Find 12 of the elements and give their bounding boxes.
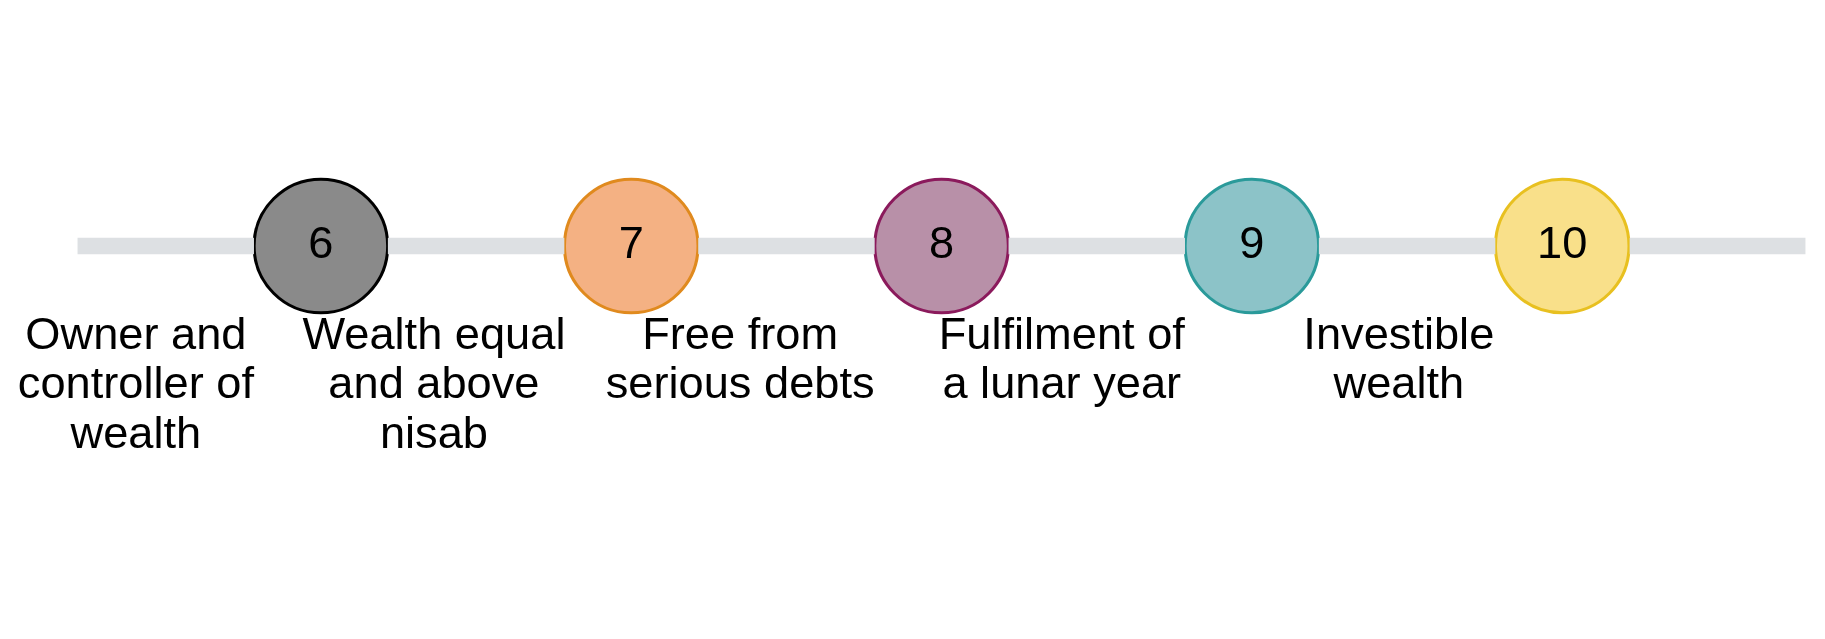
node-circle: 10 [1493,177,1631,314]
connector [387,237,565,254]
connector [1008,237,1185,254]
node-circle: 9 [1183,177,1321,314]
connector [1318,237,1496,254]
node-label: Owner and controller of wealth [17,307,255,458]
node-circle: 6 [252,177,390,314]
connector [1629,237,1806,254]
node-circle: 8 [873,177,1010,314]
connector [77,237,254,254]
connector [698,237,875,254]
node-circle: 7 [562,177,700,314]
